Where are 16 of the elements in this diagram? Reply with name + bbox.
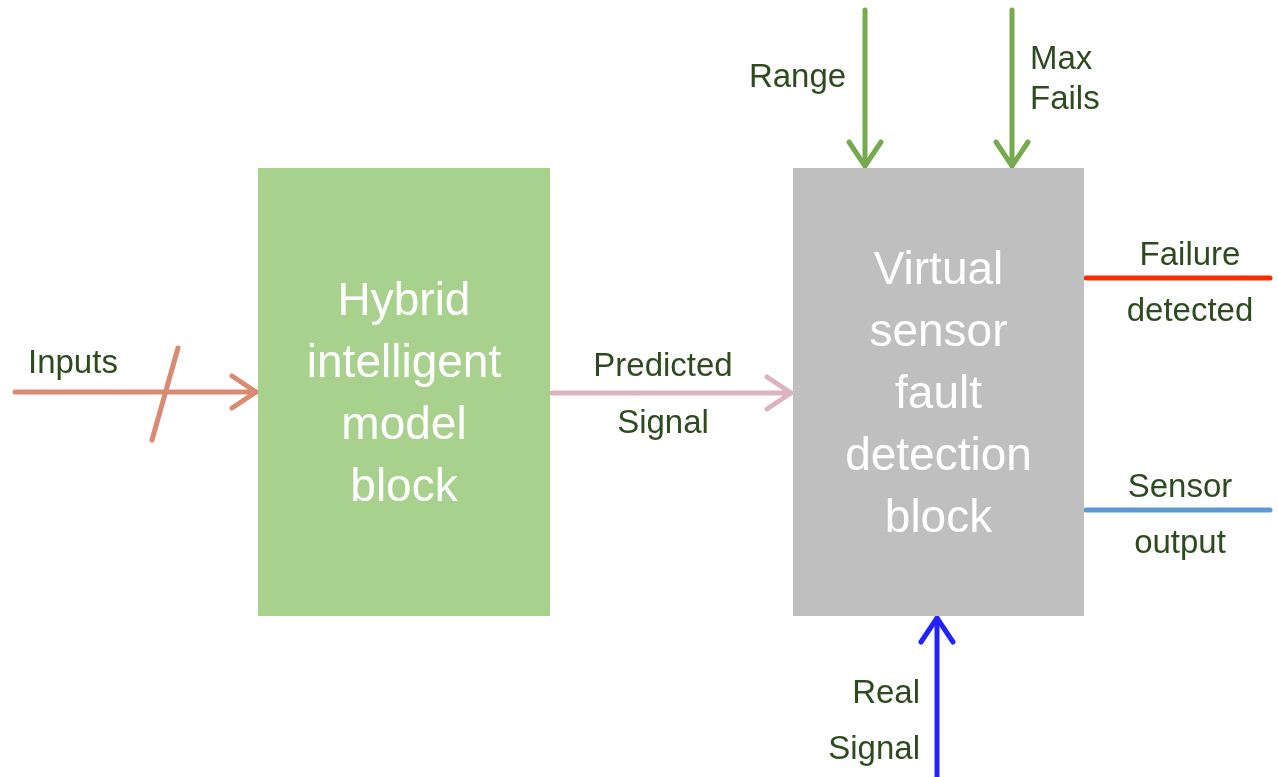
arrow	[549, 374, 794, 412]
edge-label: Real Signal	[827, 672, 920, 768]
arrow	[12, 345, 259, 443]
edge-label: Predicted Signal	[592, 345, 734, 442]
edge-label: Range	[747, 56, 848, 96]
edge-label: Max Fails	[1030, 38, 1101, 118]
arrow	[918, 615, 956, 777]
edge-label: Sensor output	[1126, 466, 1234, 562]
box-label: Virtual sensor fault detection block	[844, 241, 1033, 544]
box-label: Hybrid intelligent model block	[305, 272, 503, 513]
process-box	[793, 168, 1084, 616]
process-box	[258, 168, 550, 616]
arrow	[846, 7, 884, 169]
arrow	[993, 7, 1031, 169]
edge-label: Inputs	[28, 342, 119, 382]
edge-label: Failure detected	[1125, 234, 1255, 330]
